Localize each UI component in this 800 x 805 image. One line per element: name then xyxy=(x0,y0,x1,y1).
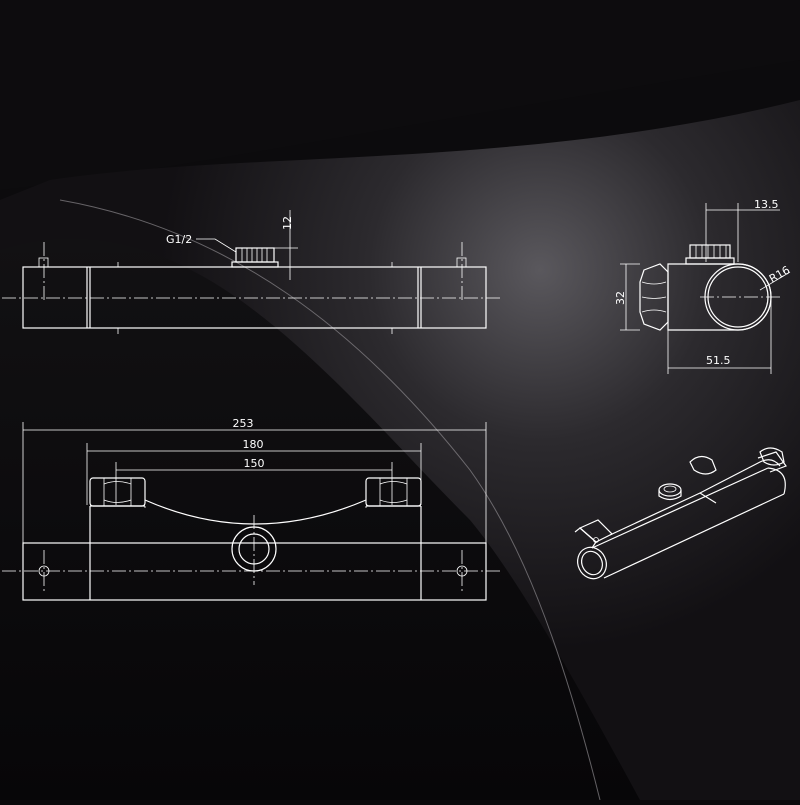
isometric-view xyxy=(574,447,787,580)
depth-dim: 51.5 xyxy=(706,354,731,367)
thread-height-dim: 12 xyxy=(281,216,294,230)
offset-dim: 13.5 xyxy=(754,198,779,211)
center-span-inner-dim: 150 xyxy=(244,457,265,470)
front-view: 253 180 150 xyxy=(2,417,500,601)
height-dim: 32 xyxy=(614,291,627,305)
right-nut xyxy=(365,477,422,507)
center-span-outer-dim: 180 xyxy=(243,438,264,451)
hex-nut xyxy=(639,263,669,331)
thread-label: G1/2 xyxy=(166,233,192,246)
overall-length-dim: 253 xyxy=(233,417,254,430)
top-view: G1/2 12 xyxy=(2,210,500,334)
tube-end xyxy=(577,546,607,580)
